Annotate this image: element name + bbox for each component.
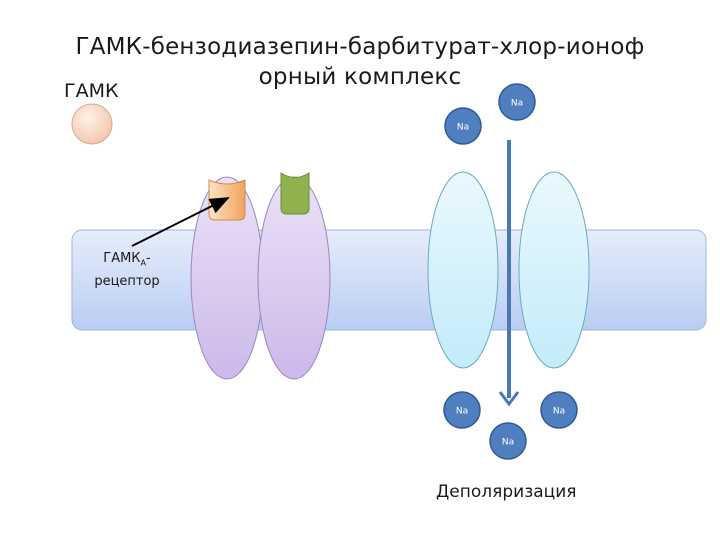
gaba-ligand <box>71 103 113 145</box>
receptor-pointer-arrow <box>131 197 230 247</box>
na-ion: Na <box>444 107 482 145</box>
svg-text:Na: Na <box>502 438 514 448</box>
receptor-label-dash: - <box>146 251 151 266</box>
na-ion: Na <box>498 83 536 121</box>
benzodiazepine-binding-site <box>280 172 310 215</box>
sodium-channel-left <box>427 171 499 369</box>
svg-text:Na: Na <box>511 99 523 109</box>
title-line-2: орный комплекс <box>258 64 462 90</box>
diagram-title: ГАМК-бензодиазепин-барбитурат-хлор-ионоф… <box>40 32 680 92</box>
receptor-label-subscript: А <box>140 258 147 268</box>
na-ion: Na <box>443 391 481 429</box>
receptor-label-main: ГАМК <box>103 251 141 266</box>
receptor-label-line2: рецептор <box>94 273 160 289</box>
sodium-channel-right <box>518 171 590 369</box>
svg-text:Na: Na <box>456 407 468 417</box>
depolarization-label: Деполяризация <box>436 482 577 502</box>
na-ion: Na <box>540 391 578 429</box>
title-line-1: ГАМК-бензодиазепин-барбитурат-хлор-ионоф <box>75 34 645 60</box>
svg-text:Na: Na <box>553 407 565 417</box>
svg-text:Na: Na <box>457 123 469 133</box>
gaba-label: ГАМК <box>64 80 119 102</box>
gaba-a-receptor-label: ГАМКА- рецептор <box>82 250 172 291</box>
sodium-influx-arrowhead <box>498 391 520 407</box>
na-ion: Na <box>489 422 527 460</box>
gaba-binding-site <box>208 179 246 221</box>
